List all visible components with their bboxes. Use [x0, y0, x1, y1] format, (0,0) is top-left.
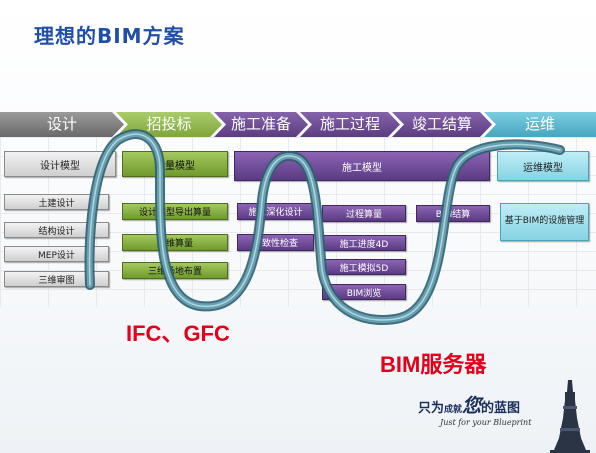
- 3d-quantity-box: 三维算量: [122, 234, 228, 251]
- quantity-model-box: 算量模型: [122, 151, 228, 177]
- phase-bar: 设计 招投标 施工准备 施工过程 竣工结算 运维: [0, 112, 596, 137]
- tower-logo-icon: [550, 380, 590, 453]
- slogan-part-d: 的蓝图: [481, 401, 521, 416]
- design-export-quantity-box: 设计模型导出算量: [122, 203, 228, 220]
- bim-server-label: BIM服务器: [380, 352, 487, 377]
- brand-slogan-english: Just for your Blueprint: [440, 418, 532, 427]
- civil-design-box: 土建设计: [4, 194, 109, 210]
- phase-process: 施工过程: [300, 112, 400, 137]
- slogan-part-b: 成就: [444, 405, 463, 415]
- page-title: 理想的BIM方案: [34, 24, 185, 48]
- phase-settlement: 竣工结算: [392, 112, 492, 137]
- 3d-review-box: 三维审图: [4, 271, 109, 287]
- slogan-part-c: 您: [462, 395, 482, 417]
- phase-preparation: 施工准备: [214, 112, 308, 137]
- brand-slogan: 只为成就您的蓝图 Just for your Blueprint: [418, 391, 538, 427]
- facility-management-label: 基于BIM的设施管理: [504, 216, 585, 227]
- phase-design: 设计: [0, 112, 124, 137]
- mep-design-box: MEP设计: [4, 246, 109, 262]
- slogan-part-a: 只为: [418, 401, 445, 416]
- phase-bidding: 招投标: [116, 112, 222, 137]
- process-quantity-box: 过程算量: [322, 205, 406, 222]
- structure-design-box: 结构设计: [4, 222, 109, 238]
- ifc-gfc-label: IFC、GFC: [126, 321, 230, 346]
- facility-management-box: 基于BIM的设施管理: [500, 203, 589, 241]
- phase-operations: 运维: [484, 112, 596, 137]
- bim-settlement-box: BIM结算: [416, 205, 490, 222]
- brand-slogan-line1: 只为成就您的蓝图: [418, 391, 538, 418]
- bim-browse-box: BIM浏览: [322, 284, 406, 300]
